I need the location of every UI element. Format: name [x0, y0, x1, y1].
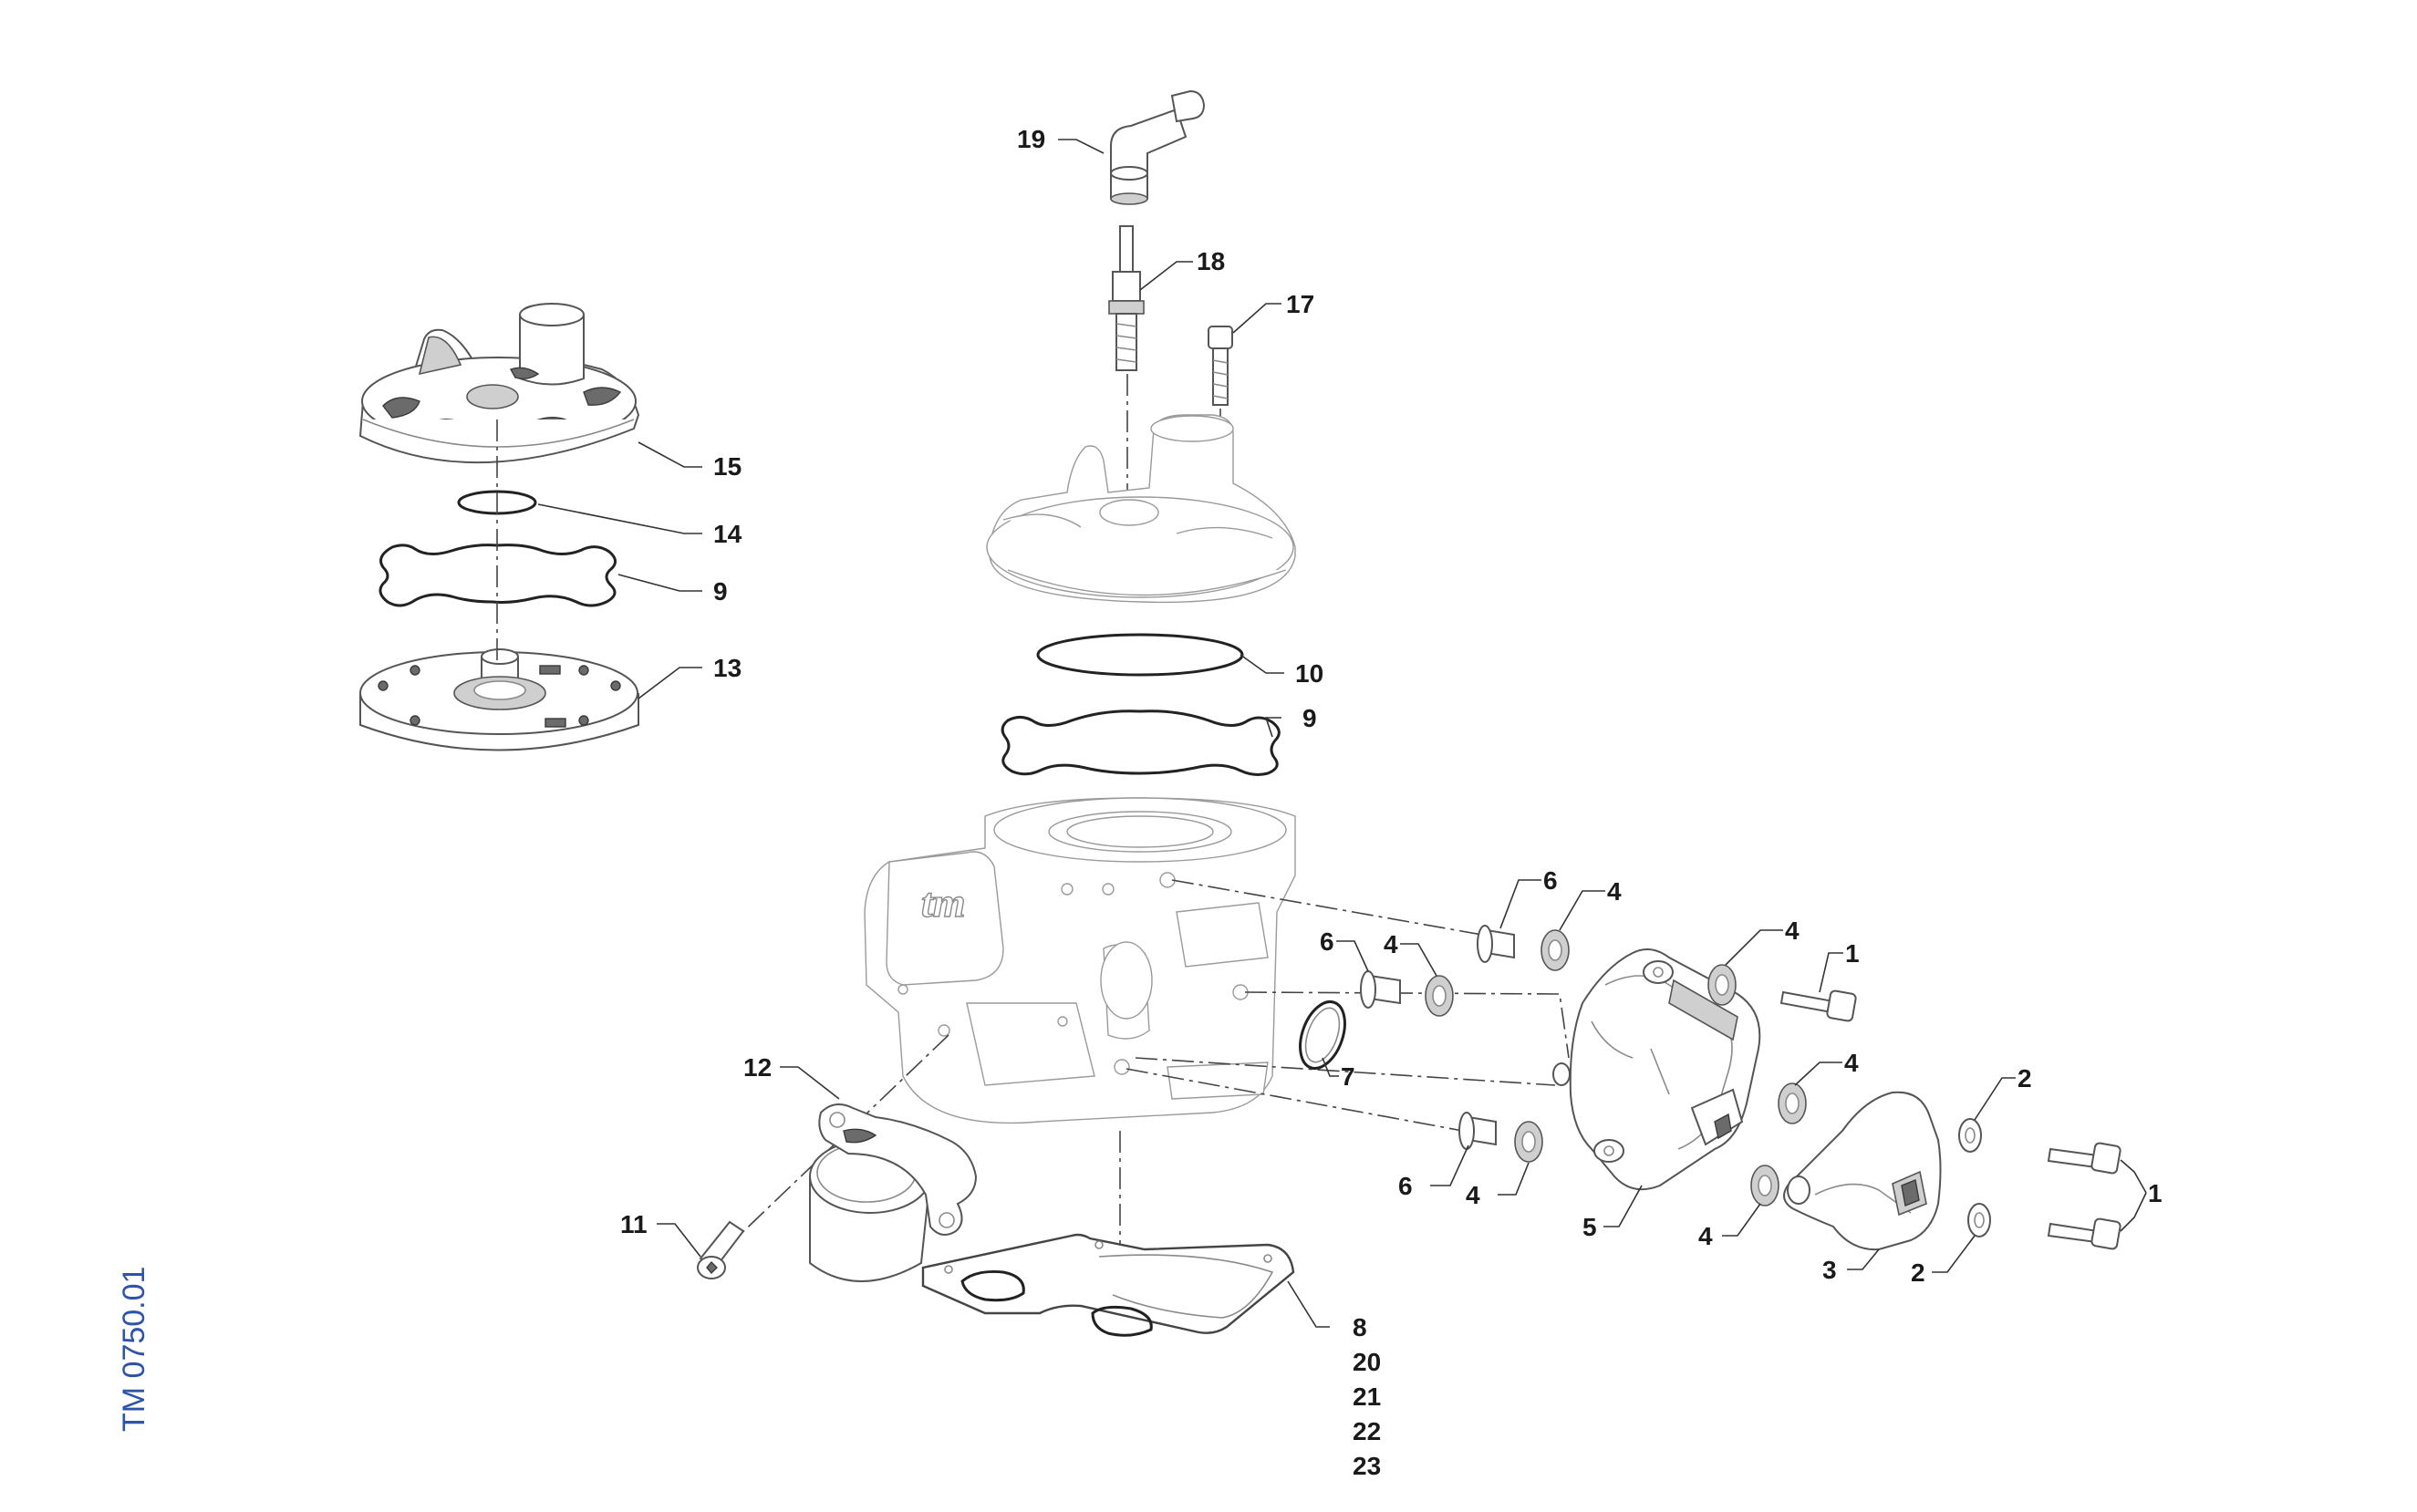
bushing-part-6-middle — [1360, 970, 1401, 1009]
washer-part-4-top-right — [1707, 964, 1737, 1006]
callout-11: 11 — [620, 1210, 648, 1238]
callout-6-bottom: 6 — [1398, 1172, 1413, 1200]
spark-plug-part-18 — [1108, 225, 1145, 371]
callout-18: 18 — [1197, 247, 1225, 275]
bolt-part-11 — [697, 1220, 745, 1279]
callout-1-right: 1 — [2148, 1179, 2163, 1207]
callout-23: 23 — [1353, 1452, 1381, 1480]
o-ring-part-10 — [1036, 633, 1244, 677]
washer-part-2-bottom — [1967, 1203, 1991, 1238]
washer-part-4-bottom-left — [1514, 1121, 1543, 1163]
bushing-part-6-bottom — [1458, 1112, 1497, 1150]
callout-2-top: 2 — [2018, 1064, 2032, 1093]
callout-6-middle: 6 — [1320, 927, 1334, 956]
spark-plug-cap-part-19 — [1110, 89, 1206, 205]
callout-labels: 19 18 17 15 14 9 13 10 9 12 11 8 20 21 2… — [620, 125, 2163, 1480]
callout-19: 19 — [1017, 125, 1045, 153]
callout-4-middle: 4 — [1384, 930, 1398, 958]
callout-4-top-right: 4 — [1785, 917, 1800, 945]
callout-20: 20 — [1353, 1348, 1381, 1376]
callout-22: 22 — [1353, 1417, 1381, 1445]
callout-9-left: 9 — [713, 577, 728, 606]
base-gasket-part-8 — [921, 1233, 1295, 1337]
callout-10: 10 — [1295, 659, 1323, 688]
callout-9-center: 9 — [1302, 704, 1317, 732]
callout-4-top: 4 — [1607, 877, 1622, 906]
axis-upper-row — [1171, 879, 1483, 936]
axis-lower-row — [1126, 1068, 1478, 1134]
callout-2-bottom: 2 — [1911, 1258, 1925, 1287]
gasket-part-9-center — [1001, 709, 1281, 776]
screw-part-1-bottom — [2047, 1217, 2121, 1250]
callout-12: 12 — [743, 1053, 772, 1082]
screw-part-1-top — [1779, 989, 1857, 1022]
callout-4-middle-right: 4 — [1844, 1049, 1859, 1077]
washer-part-4-middle — [1425, 975, 1454, 1017]
head-cover-part-15 — [358, 303, 640, 464]
actuator-housing-part-5 — [1552, 948, 1761, 1191]
washer-part-4-top — [1540, 929, 1570, 971]
callout-4-bottom-left: 4 — [1466, 1181, 1480, 1209]
screw-part-17 — [1208, 326, 1233, 406]
washer-part-4-bottom-right — [1750, 1165, 1779, 1206]
drawing-code-label: TM 0750.01 — [117, 1266, 151, 1432]
callout-17: 17 — [1286, 290, 1314, 318]
washer-part-2-top — [1958, 1118, 1982, 1153]
axis-mid-exhaust — [1135, 1057, 1556, 1086]
cylinder-head-center — [986, 414, 1296, 604]
callout-8: 8 — [1353, 1313, 1367, 1341]
callout-21: 21 — [1353, 1383, 1381, 1411]
leader-lines — [537, 139, 2147, 1328]
callout-15: 15 — [713, 452, 742, 481]
screw-part-1-middle — [2047, 1142, 2121, 1175]
o-ring-part-7 — [1299, 1000, 1346, 1070]
callout-6-top: 6 — [1543, 866, 1558, 895]
head-insert-part-13 — [359, 648, 639, 751]
washer-part-4-middle-right — [1778, 1082, 1807, 1124]
axis-middle-row — [1244, 991, 1570, 1059]
callout-3: 3 — [1822, 1256, 1837, 1284]
callout-1-top: 1 — [1845, 939, 1860, 968]
tm-logo: tm — [921, 879, 966, 926]
callout-5: 5 — [1582, 1213, 1597, 1241]
cylinder-body: tm — [864, 797, 1296, 1124]
callout-4-bottom-right: 4 — [1698, 1222, 1713, 1250]
exhaust-flange-part-12 — [809, 1103, 978, 1282]
callout-7: 7 — [1341, 1062, 1355, 1091]
callout-13: 13 — [713, 654, 742, 682]
cover-part-3 — [1783, 1091, 1942, 1251]
callout-14: 14 — [713, 520, 742, 548]
bushing-part-6-top — [1477, 925, 1515, 963]
